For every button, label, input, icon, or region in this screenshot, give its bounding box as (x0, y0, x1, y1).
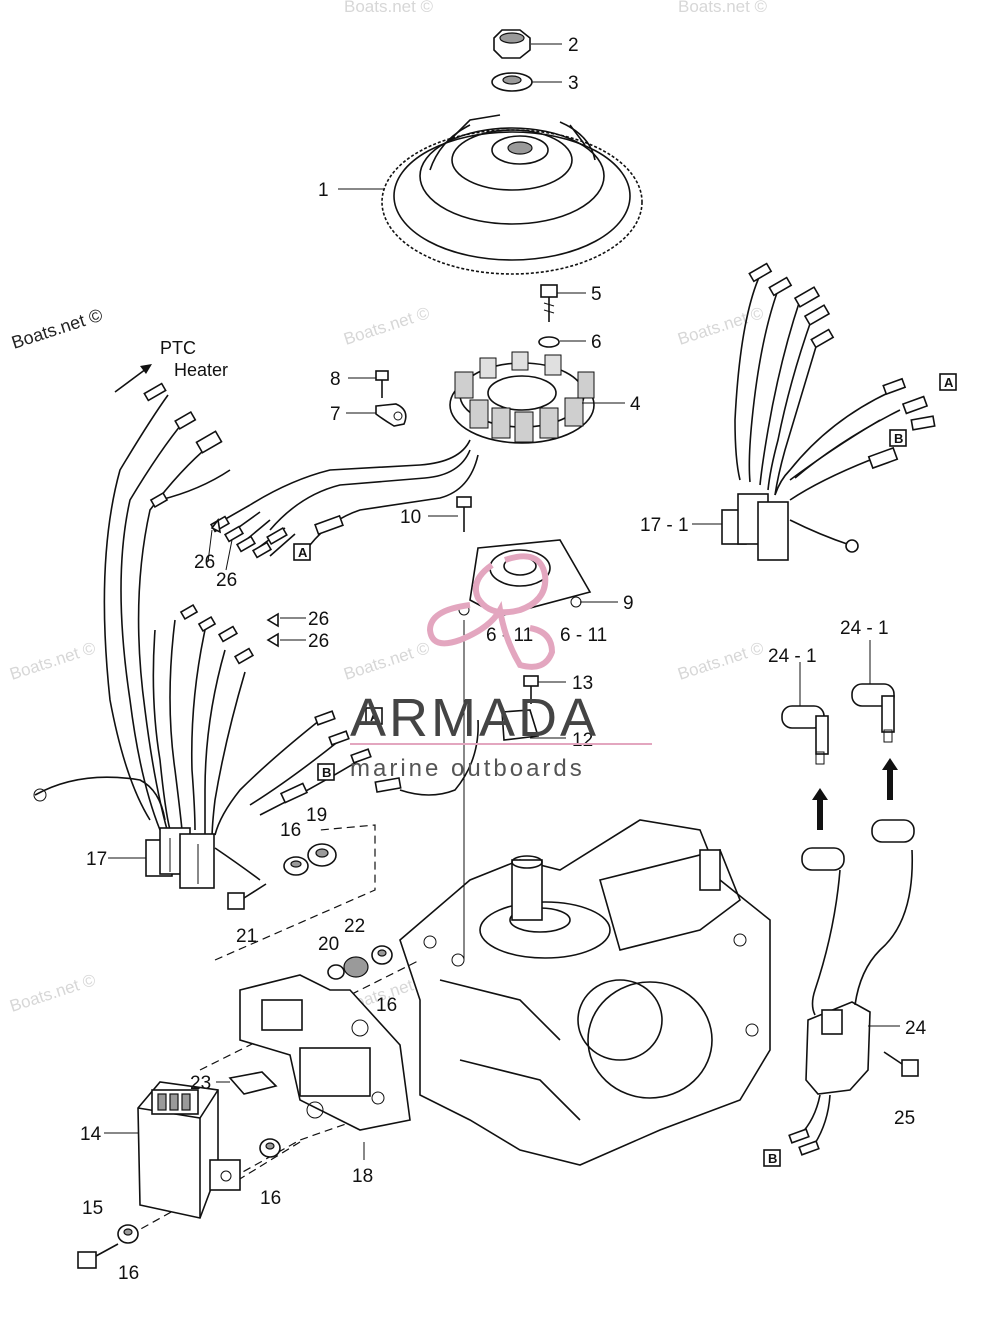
part-label-24-1: 24 - 1 (768, 646, 817, 667)
clamp-icon (501, 709, 540, 741)
part-label-1: 1 (318, 180, 329, 201)
bracket-icon (239, 974, 411, 1131)
grommet-icon (117, 843, 393, 1244)
watermark-text: Boats.net © (344, 0, 434, 16)
part-label-14: 14 (80, 1124, 102, 1145)
rubber-block-icon (228, 1071, 278, 1095)
connector-ref-letter: A (298, 545, 308, 560)
washer-icon (538, 336, 560, 348)
ignition-coil-icon (788, 849, 914, 1156)
nut-icon (493, 29, 531, 59)
washer-icon (491, 72, 533, 92)
part-label-6-11: 6 - 11 (560, 625, 607, 646)
part-label-24-1: 24 - 1 (840, 618, 889, 639)
screw-icon (375, 370, 389, 398)
part-label-24: 24 (905, 1018, 927, 1039)
part-label-17: 17 (86, 849, 107, 870)
part-label-6: 6 (591, 332, 602, 353)
leader-lines (104, 43, 900, 1160)
connector-ref-a: A (293, 543, 311, 561)
spark-plug-cap-icon (781, 683, 915, 871)
part-label-8: 8 (330, 369, 341, 390)
part-label-20: 20 (318, 934, 339, 955)
connector-ref-letter: A (370, 709, 380, 724)
bolt-icon (540, 284, 558, 322)
wire-harness-icon (734, 274, 901, 546)
part-label-15: 15 (82, 1198, 103, 1219)
part-label-2: 2 (568, 35, 579, 56)
connector-ref-letter: A (944, 375, 954, 390)
watermark-text: Boats.net © (675, 303, 766, 349)
part-label-16: 16 (376, 995, 397, 1016)
watermark-text: Boats.net © (7, 970, 98, 1016)
part-label-16: 16 (280, 820, 301, 841)
connector-ref-b: B (763, 1149, 781, 1167)
watermark-main: Boats.net © (9, 305, 105, 353)
part-label-4: 4 (630, 394, 641, 415)
part-label-26: 26 (308, 609, 329, 630)
watermark-text: Boats.net © (341, 638, 432, 684)
cdi-unit-icon (137, 1081, 241, 1219)
connector-ref-letter: B (894, 431, 903, 446)
watermark-text: Boats.net © (678, 0, 768, 16)
part-label-19: 19 (306, 805, 327, 826)
connector-ref-letter: B (322, 765, 331, 780)
connector-ref-a: A (939, 373, 957, 391)
part-label-21: 21 (236, 926, 257, 947)
wire-harness-icon (33, 394, 479, 881)
part-label-26: 26 (308, 631, 329, 652)
connector-ref-b: B (317, 763, 335, 781)
logo-tagline: marine outboards (350, 755, 585, 782)
connector-ref-a: A (365, 707, 383, 725)
part-label-25: 25 (894, 1108, 915, 1129)
part-label-18: 18 (352, 1166, 373, 1187)
part-labels: 1 2 3 4 5 6 7 8 9 10 6 - 11 6 - 11 12 13… (80, 35, 927, 1284)
connector-ref-letter: B (768, 1151, 777, 1166)
part-label-16: 16 (260, 1188, 281, 1209)
crankcase-icon (399, 620, 771, 1166)
arrow-icon (114, 364, 152, 393)
part-label-26: 26 (216, 570, 237, 591)
stator-icon (449, 351, 595, 444)
part-label-26: 26 (194, 552, 215, 573)
armada-logo: ARMADA marine outboards (350, 553, 652, 782)
logo-name: ARMADA (350, 688, 599, 748)
part-label-16: 16 (118, 1263, 139, 1284)
watermark-text: Boats.net © (675, 638, 766, 684)
flywheel-icon (381, 114, 643, 275)
heater-label: Heater (174, 360, 228, 380)
part-label-12: 12 (572, 730, 593, 751)
connector-block-icon (721, 493, 789, 561)
connector-terminals (748, 262, 936, 553)
part-label-22: 22 (344, 916, 365, 937)
watermark-text: Boats.net © (7, 638, 98, 684)
part-label-13: 13 (572, 673, 593, 694)
part-label-6-11: 6 - 11 (486, 625, 533, 646)
part-label-17-1: 17 - 1 (640, 515, 689, 536)
connector-block-icon (145, 827, 215, 889)
logo-swirl-icon (426, 601, 556, 670)
part-label-9: 9 (623, 593, 634, 614)
connector-terminals (143, 382, 402, 804)
connector-ref-b: B (889, 429, 907, 447)
part-label-5: 5 (591, 284, 602, 305)
logo-swirl-icon (472, 553, 549, 616)
part-label-7: 7 (330, 404, 341, 425)
clamp-icon (375, 403, 407, 427)
part-label-10: 10 (400, 507, 421, 528)
bolt-icon (77, 883, 919, 1269)
screw-icon (456, 496, 472, 532)
part-label-3: 3 (568, 73, 579, 94)
screw-icon (523, 675, 539, 704)
watermark-text: Boats.net © (341, 303, 432, 349)
ptc-label: PTC (160, 338, 196, 358)
arrow-up-icon (812, 758, 898, 830)
part-label-23: 23 (190, 1073, 211, 1094)
